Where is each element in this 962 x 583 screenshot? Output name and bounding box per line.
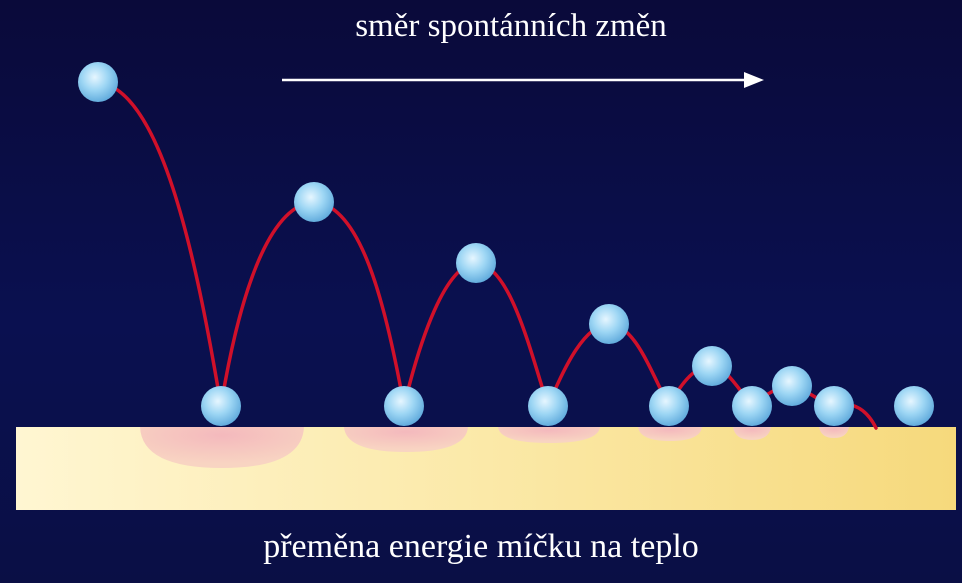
- energy-caption: přeměna energie míčku na teplo: [263, 528, 699, 565]
- balls: [78, 62, 934, 426]
- ball-icon: [649, 386, 689, 426]
- heat-spot-3: [498, 427, 600, 443]
- ball-icon: [294, 182, 334, 222]
- ball-icon: [732, 386, 772, 426]
- ball-icon: [456, 243, 496, 283]
- ball-icon: [201, 386, 241, 426]
- ball-icon: [692, 346, 732, 386]
- ball-icon: [894, 386, 934, 426]
- heat-spot-6: [819, 427, 849, 438]
- heat-spot-2: [344, 427, 468, 452]
- heat-spot-5: [733, 427, 771, 440]
- ball-icon: [814, 386, 854, 426]
- ball-icon: [384, 386, 424, 426]
- heat-spot-4: [638, 427, 702, 441]
- ball-icon: [78, 62, 118, 102]
- ball-icon: [772, 366, 812, 406]
- arrow-right-icon: [282, 72, 764, 88]
- direction-title: směr spontánních změn: [355, 8, 667, 44]
- ball-icon: [528, 386, 568, 426]
- ball-icon: [589, 304, 629, 344]
- heat-spot-1: [140, 427, 304, 468]
- heat-spots: [140, 427, 849, 468]
